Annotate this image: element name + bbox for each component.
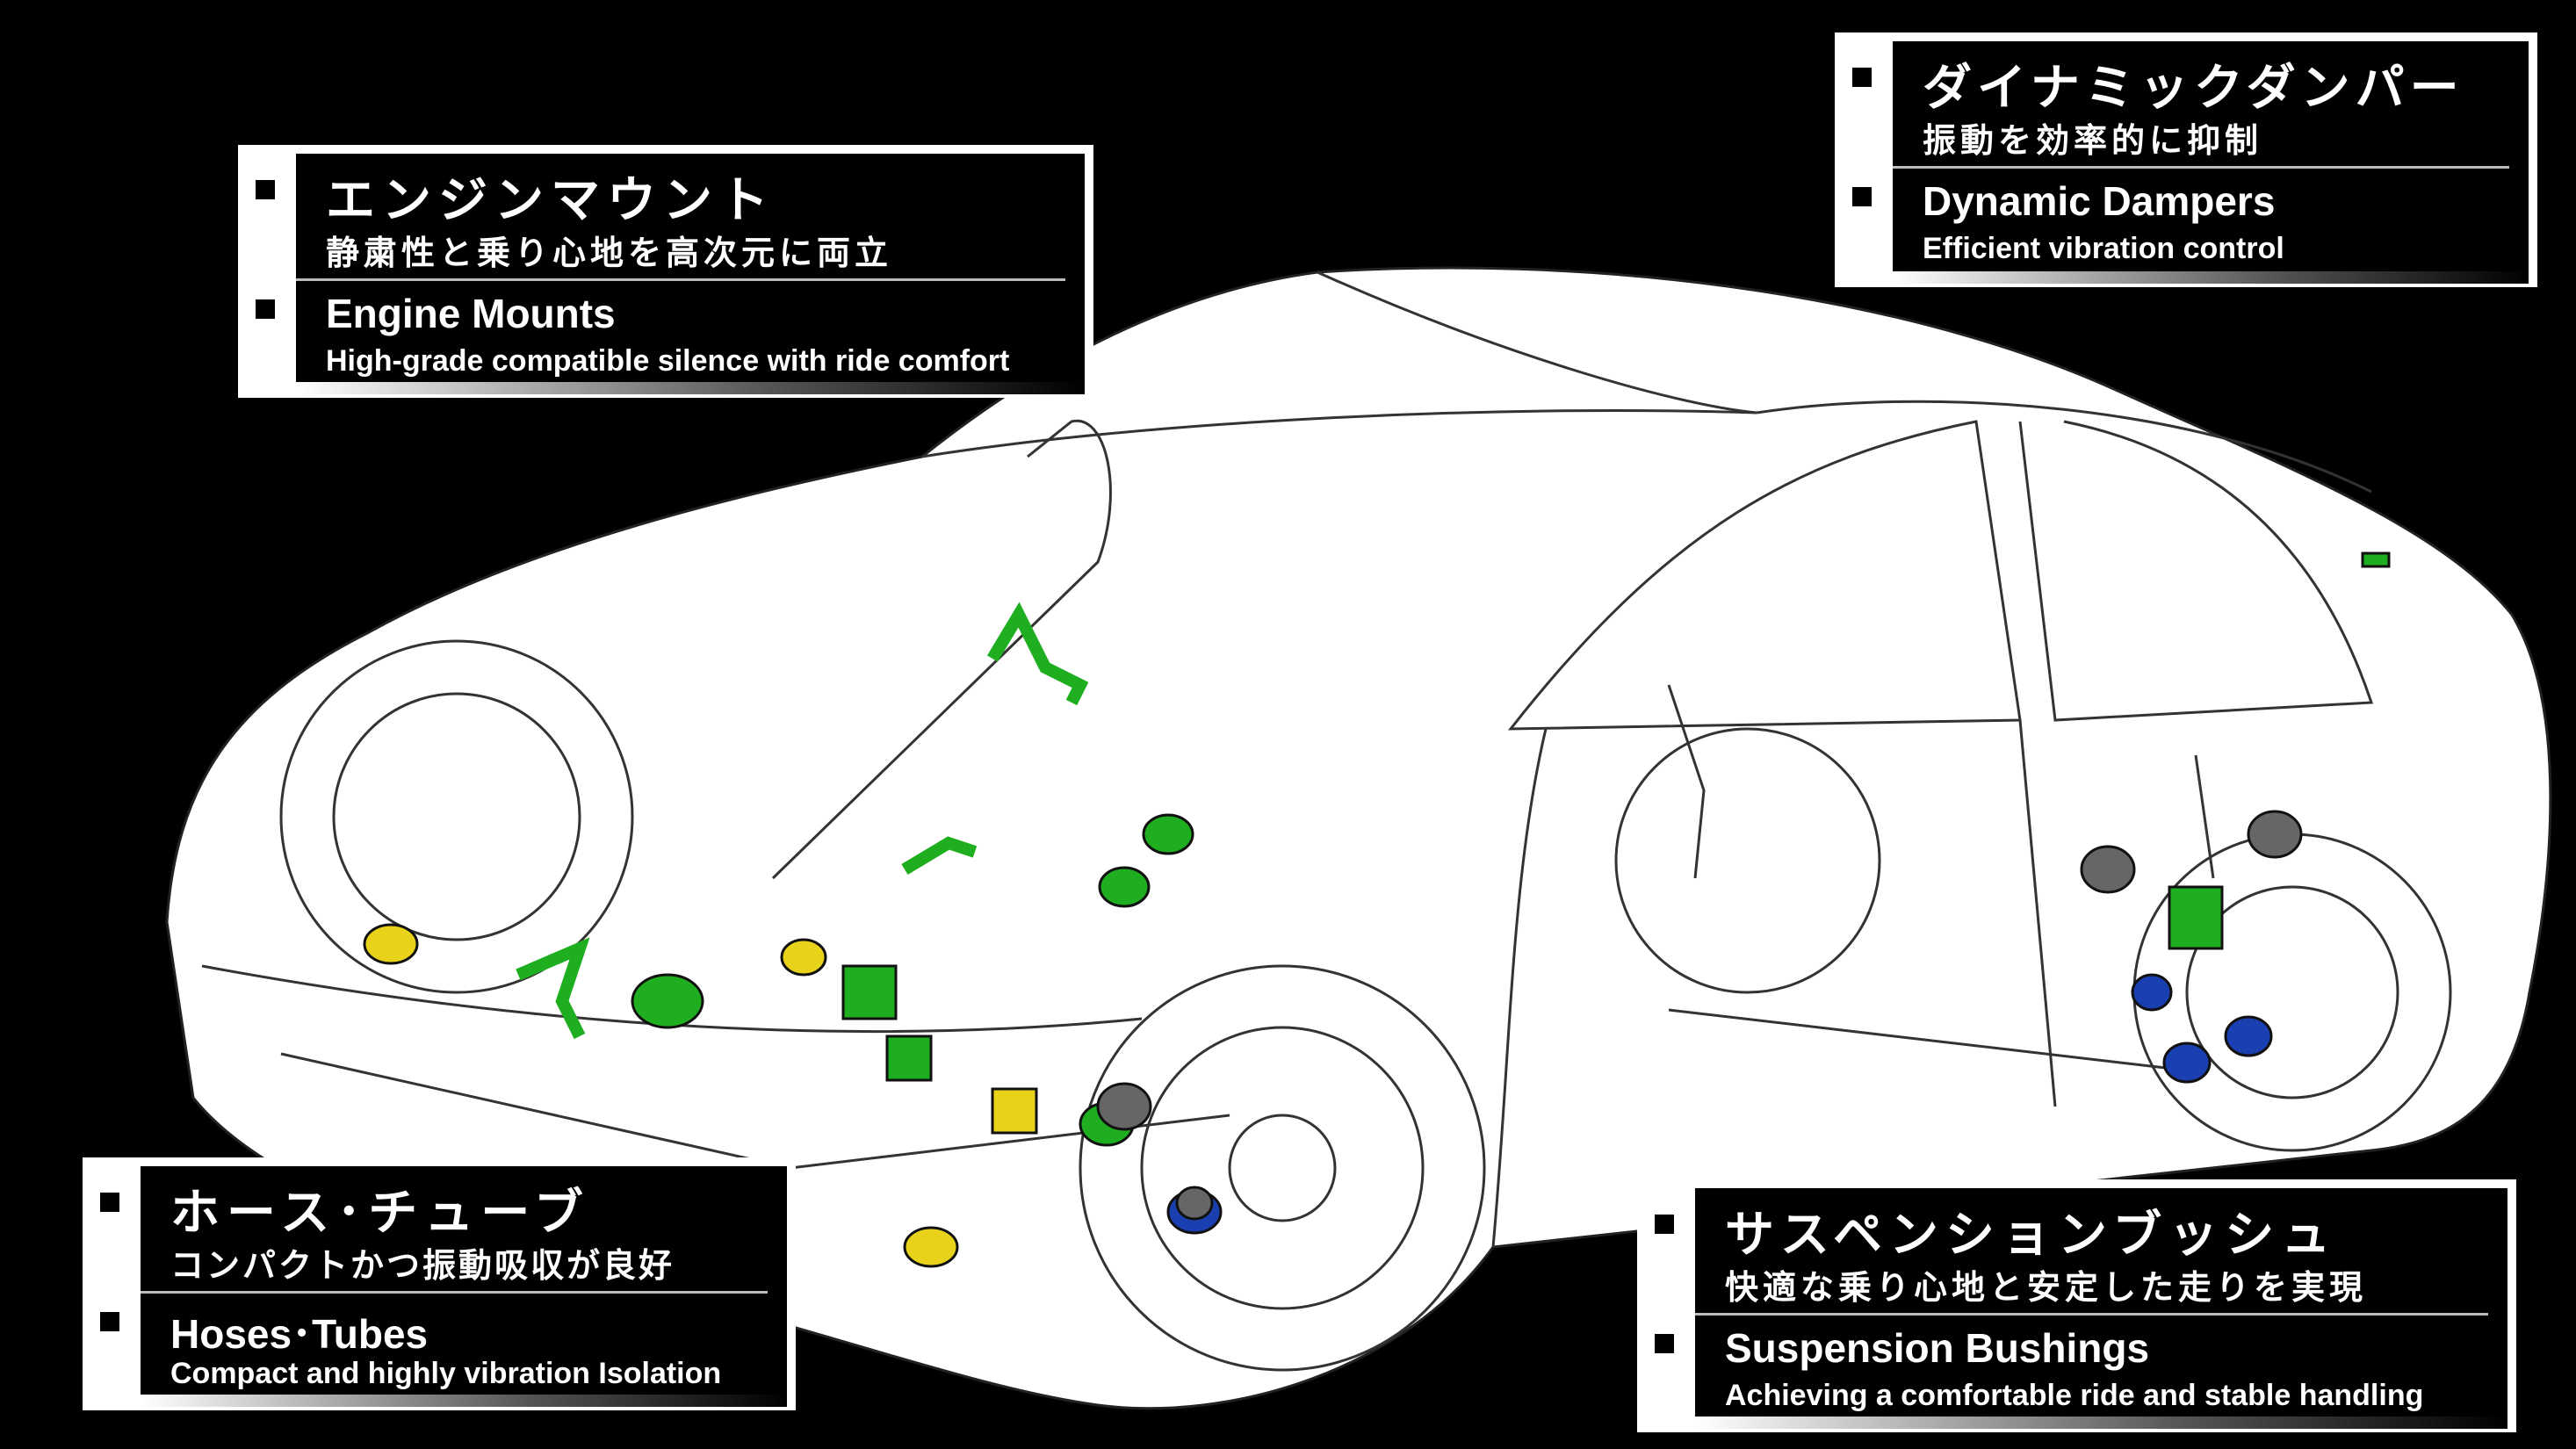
gradient-strip [1695, 1417, 2507, 1429]
callout-hoses-tubes: ホース･チューブ コンパクトかつ振動吸収が良好 Hoses･Tubes Comp… [83, 1157, 796, 1410]
bullet-icon [1655, 1334, 1674, 1353]
car-body [165, 266, 2552, 1410]
divider [296, 278, 1065, 281]
bullet-icon [1852, 187, 1872, 206]
hoses-tubes-jp-subtitle: コンパクトかつ振動吸収が良好 [170, 1246, 675, 1285]
divider [1893, 166, 2509, 169]
callout-dynamic-dampers: ダイナミックダンパー 振動を効率的に抑制 Dynamic Dampers Eff… [1835, 32, 2537, 287]
divider [1695, 1313, 2488, 1316]
engine-mounts-en-subtitle: High-grade compatible silence with ride … [326, 344, 1010, 378]
dynamic-dampers-en-title: Dynamic Dampers [1923, 178, 2276, 224]
bullet-icon [1852, 68, 1872, 87]
gradient-strip [1893, 271, 2529, 284]
callout-engine-mounts: エンジンマウント 静粛性と乗り心地を高次元に両立 Engine Mounts H… [238, 145, 1093, 398]
hoses-tubes-en-subtitle: Compact and highly vibration Isolation [170, 1357, 722, 1390]
suspension-bushings-jp-subtitle: 快適な乗り心地と安定した走りを実現 [1725, 1268, 2368, 1307]
engine-mounts-en-title: Engine Mounts [326, 291, 616, 336]
bullet-icon [256, 180, 275, 199]
gradient-strip [296, 382, 1085, 394]
suspension-bushings-en-subtitle: Achieving a comfortable ride and stable … [1725, 1379, 2424, 1412]
gradient-strip [141, 1395, 787, 1407]
divider [141, 1291, 768, 1294]
hoses-tubes-jp-title: ホース･チューブ [170, 1185, 590, 1242]
dynamic-dampers-en-subtitle: Efficient vibration control [1923, 232, 2284, 265]
bullet-icon [256, 299, 275, 319]
engine-mounts-jp-title: エンジンマウント [326, 172, 776, 229]
bullet-icon [1655, 1215, 1674, 1234]
hoses-tubes-en-title: Hoses･Tubes [170, 1311, 429, 1357]
rubber-parts [363, 551, 2391, 1268]
bullet-icon [100, 1312, 119, 1331]
suspension-bushings-en-title: Suspension Bushings [1725, 1325, 2150, 1371]
dynamic-dampers-jp-title: ダイナミックダンパー [1923, 60, 2464, 117]
engine-mounts-jp-subtitle: 静粛性と乗り心地を高次元に両立 [326, 234, 893, 272]
suspension-bushings-jp-title: サスペンションブッシュ [1725, 1207, 2338, 1264]
dynamic-dampers-jp-subtitle: 振動を効率的に抑制 [1923, 121, 2263, 160]
callout-suspension-bushings: サスペンションブッシュ 快適な乗り心地と安定した走りを実現 Suspension… [1637, 1179, 2516, 1432]
bullet-icon [100, 1193, 119, 1212]
